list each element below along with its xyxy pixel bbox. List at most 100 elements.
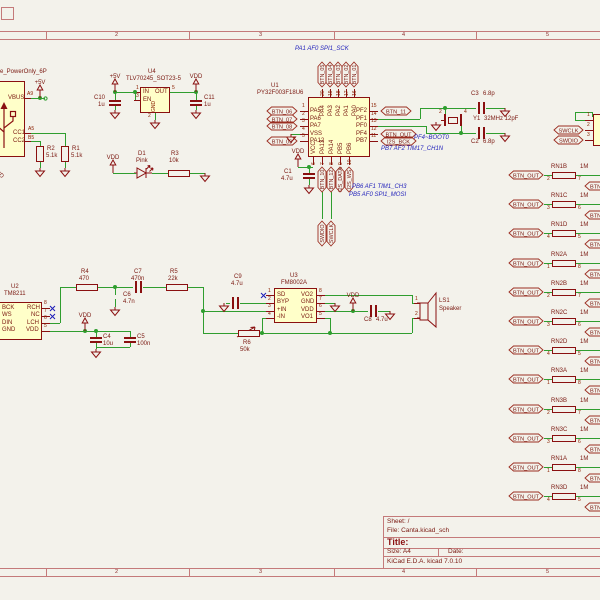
net-flag[interactable]: BTN_01 [349,61,359,88]
gnd-symbol[interactable] [148,120,162,130]
crystal-body[interactable] [448,117,458,124]
capacitor-plate[interactable] [483,127,485,139]
capacitor-plate[interactable] [237,297,239,309]
net-flag[interactable]: I2S_BCK [380,136,417,146]
capacitor-plate[interactable] [124,337,136,339]
capacitor-plate[interactable] [90,337,102,339]
crystal-plate[interactable] [444,114,446,126]
net-flag[interactable]: BTN_OUT [508,287,544,297]
net-flag[interactable]: BTN_08 [266,121,298,131]
capacitor-plate[interactable] [190,104,202,106]
net-flag[interactable]: BTN_OUT [508,345,544,355]
net-flag[interactable]: SWDIO [553,135,584,145]
u2-dac-body[interactable] [0,302,42,340]
resistor-rn2b[interactable] [552,289,576,296]
net-flag[interactable]: BTN_OUT [508,374,544,384]
gnd-symbol[interactable] [58,168,72,178]
net-flag[interactable]: BTN_OUT [508,228,544,238]
gnd-symbol[interactable] [429,122,443,132]
resistor-r5[interactable] [166,284,188,291]
capacitor[interactable] [368,305,378,318]
net-flag[interactable]: BTN_OUT [508,170,544,180]
gnd-symbol[interactable] [383,311,397,321]
net-flag[interactable]: BTN_OUT [508,199,544,209]
capacitor-plate[interactable] [109,104,121,106]
gnd-symbol[interactable] [33,168,47,178]
capacitor-plate[interactable] [303,173,315,175]
u4-regulator-body[interactable] [140,87,170,113]
capacitor-plate[interactable] [135,281,137,293]
power-flag[interactable]: VDD [73,311,97,331]
net-flag[interactable]: SWCLK [553,125,584,135]
u1-mcu-body[interactable] [308,97,370,157]
capacitor-plate[interactable] [140,281,142,293]
power-flag[interactable]: VDD [286,147,310,167]
net-flag[interactable]: BTN_OUT [508,404,544,414]
net-flag[interactable]: BTN_OUT [508,316,544,326]
net-flag[interactable]: BTN_07 [266,114,298,124]
net-flag-clipped[interactable]: BTN_ [584,385,600,395]
resistor-r1[interactable] [61,146,69,162]
resistor-rn2d[interactable] [552,347,576,354]
speaker-ls1[interactable] [417,290,441,330]
gnd-symbol[interactable] [189,110,203,120]
gnd-symbol[interactable] [89,349,103,359]
net-flag-clipped[interactable]: BTN_ [584,210,600,220]
capacitor-plate[interactable] [90,341,102,343]
resistor-rn1a[interactable] [552,464,576,471]
resistor-rn2a[interactable] [552,260,576,267]
net-flag[interactable]: BTN_OUT [508,258,544,268]
resistor-r2[interactable] [36,146,44,162]
net-flag[interactable]: BTN_11 [380,106,412,116]
net-flag[interactable]: BTN_OUT [508,433,544,443]
power-flag[interactable]: +5V [103,72,127,92]
gnd-symbol[interactable] [498,108,512,118]
capacitor[interactable] [476,127,486,140]
resistor-rn3a[interactable] [552,376,576,383]
net-flag-clipped[interactable]: BTN_ [584,444,600,454]
capacitor-plate[interactable] [478,102,480,114]
power-flag[interactable]: VDD [184,72,208,92]
capacitor-plate[interactable] [109,100,121,102]
net-flag-clipped[interactable]: BTN_ [584,473,600,483]
net-flag[interactable]: SWDIO [317,220,327,247]
net-flag[interactable]: BTN_10 [317,166,327,193]
net-flag-clipped[interactable]: BTN_ [584,502,600,512]
net-flag[interactable]: BTN_OUT [380,129,417,139]
capacitor-plate[interactable] [375,305,377,317]
capacitor-plate[interactable] [483,102,485,114]
net-flag-clipped[interactable]: BTN_ [584,327,600,337]
capacitor[interactable] [133,281,143,294]
resistor-rn1c[interactable] [552,201,576,208]
power-flag[interactable]: VDD [341,291,365,311]
net-flag-clipped[interactable]: BTN_ [584,298,600,308]
capacitor[interactable] [230,297,240,310]
resistor-rn1b[interactable] [552,172,576,179]
resistor-rn3b[interactable] [552,406,576,413]
capacitor-plate[interactable] [190,100,202,102]
power-flag[interactable]: +5V [28,78,52,98]
gnd-symbol[interactable] [108,110,122,120]
net-flag-clipped[interactable]: BTN_ [584,356,600,366]
capacitor-plate[interactable] [303,177,315,179]
gnd-symbol[interactable] [328,303,342,313]
net-flag-clipped[interactable]: BTN_ [584,181,600,191]
resistor-r4[interactable] [76,284,98,291]
resistor-rn3d[interactable] [552,493,576,500]
net-flag[interactable]: SWCLK [326,220,336,247]
gnd-symbol[interactable] [108,307,122,317]
capacitor-plate[interactable] [478,127,480,139]
resistor-rn2c[interactable] [552,318,576,325]
capacitor-plate[interactable] [232,297,234,309]
resistor-r3[interactable] [168,170,190,177]
gnd-symbol[interactable] [198,173,212,183]
crystal-plate[interactable] [460,114,462,126]
capacitor-plate[interactable] [124,341,136,343]
net-flag-clipped[interactable]: BTN_ [584,239,600,249]
u3-amp-body[interactable] [274,288,317,323]
capacitor[interactable] [476,102,486,115]
net-flag[interactable]: BTN_OUT [508,462,544,472]
net-flag-clipped[interactable]: BTN_ [584,415,600,425]
net-flag[interactable]: BTN_09 [266,136,298,146]
